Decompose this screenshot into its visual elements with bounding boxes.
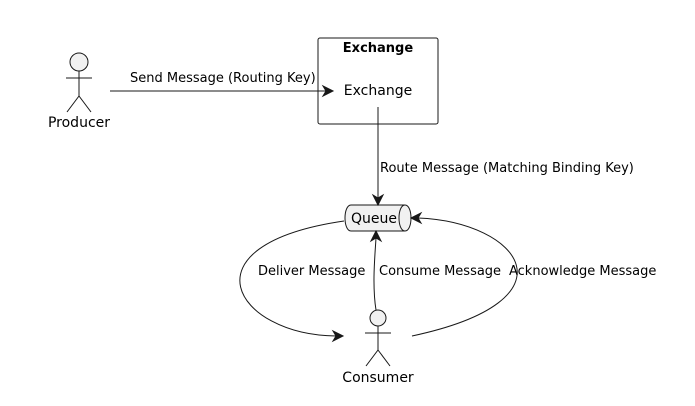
acknowledge-message-line: [411, 217, 518, 337]
route-message-label: Route Message (Matching Binding Key): [380, 161, 634, 176]
consume-message-label: Consume Message: [379, 264, 501, 279]
deliver-message-line: [239, 220, 345, 337]
queue-end-curve: [398, 204, 406, 232]
edge-send-message: Send Message (Routing Key): [110, 71, 335, 98]
edge-route-message: Route Message (Matching Binding Key): [371, 107, 634, 207]
acknowledge-message-arrowhead: [409, 211, 423, 225]
exchange-group: Exchange Exchange: [317, 37, 439, 125]
edge-consume-message: Consume Message: [369, 229, 501, 311]
exchange-node-label: Exchange: [344, 83, 412, 99]
consumer-left-leg: [365, 349, 379, 367]
exchange-group-title: Exchange: [343, 41, 414, 56]
acknowledge-message-label: Acknowledge Message: [509, 264, 656, 279]
deliver-message-arrowhead: [331, 329, 345, 343]
queue-node: Queue: [344, 204, 412, 232]
edge-acknowledge-message: Acknowledge Message: [409, 211, 656, 337]
consumer-right-leg: [377, 349, 391, 367]
consume-message-line: [373, 237, 377, 311]
producer-left-leg: [66, 95, 80, 113]
producer-actor: Producer: [48, 52, 110, 131]
edge-deliver-message: Deliver Message: [239, 220, 365, 343]
consumer-label: Consumer: [342, 370, 414, 386]
consumer-actor: Consumer: [342, 309, 414, 386]
producer-right-leg: [78, 95, 92, 113]
send-message-label: Send Message (Routing Key): [130, 71, 316, 86]
consumer-head: [369, 309, 387, 327]
producer-label: Producer: [48, 115, 110, 131]
deliver-message-label: Deliver Message: [258, 264, 365, 279]
send-message-arrowhead: [321, 84, 335, 98]
consume-message-arrowhead: [369, 229, 383, 243]
route-message-arrowhead: [371, 193, 385, 207]
producer-head: [69, 52, 89, 72]
queue-label: Queue: [351, 211, 397, 227]
